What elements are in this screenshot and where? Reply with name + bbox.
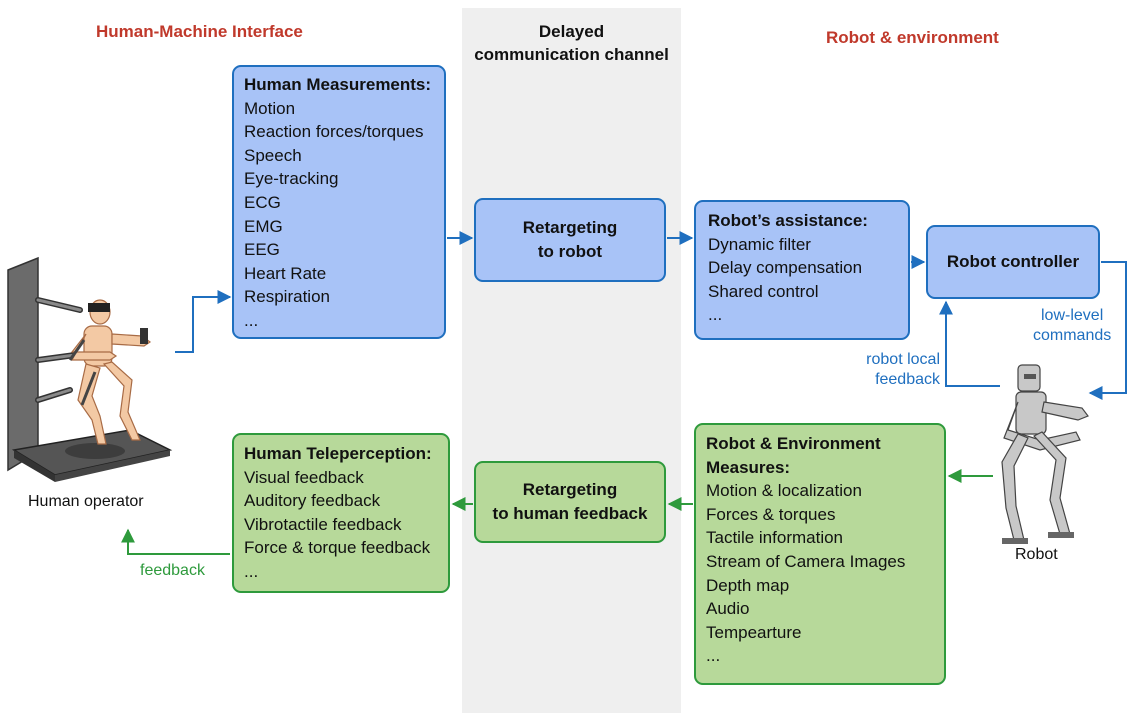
retargeting-to-human-line2: to human feedback xyxy=(492,504,648,523)
low-level-commands-line2: commands xyxy=(1033,327,1112,344)
low-level-commands-line1: low-level xyxy=(1041,307,1104,324)
list-item: ... xyxy=(244,561,259,581)
retargeting-to-robot-box: Retargeting to robot xyxy=(474,198,666,282)
list-item: Eye-tracking xyxy=(244,169,339,189)
robot-controller-box: Robot controller xyxy=(926,225,1100,299)
retargeting-to-robot-line1: Retargeting xyxy=(522,218,618,237)
list-item: Delay compensation xyxy=(708,258,863,278)
list-item: ECG xyxy=(244,192,281,212)
arrow-operator-to-measurements xyxy=(175,290,232,353)
list-item: ... xyxy=(706,646,721,666)
list-item: Stream of Camera Images xyxy=(706,551,906,571)
list-item: Shared control xyxy=(708,281,819,301)
retargeting-to-robot-line2: to robot xyxy=(537,242,603,261)
list-item: Forces & torques xyxy=(706,504,836,524)
human-measurements-box: Human Measurements: Motion Reaction forc… xyxy=(232,65,446,339)
list-item: Audio xyxy=(706,599,750,619)
human-measurements-list: Motion Reaction forces/torques Speech Ey… xyxy=(244,97,444,333)
list-item: Tempearture xyxy=(706,622,802,642)
list-item: Vibrotactile feedback xyxy=(244,514,402,534)
robot-environment-measures-title-line2: Measures: xyxy=(706,457,791,477)
list-item: Visual feedback xyxy=(244,467,364,487)
list-item: ... xyxy=(708,305,723,325)
list-item: Reaction forces/torques xyxy=(244,122,424,142)
robot-assistance-list: Dynamic filter Delay compensation Shared… xyxy=(708,233,908,327)
arrow-robot-local-feedback xyxy=(939,300,1000,387)
human-measurements-title: Human Measurements: xyxy=(244,75,432,94)
robot-local-feedback-line2: feedback xyxy=(875,371,940,388)
section-title-hmi: Human-Machine Interface xyxy=(96,22,303,41)
list-item: EMG xyxy=(244,216,283,236)
robot-label: Robot xyxy=(1015,546,1058,563)
list-item: Force & torque feedback xyxy=(244,538,431,558)
human-operator-label: Human operator xyxy=(28,493,144,510)
robot-local-feedback-line1: robot local xyxy=(866,351,940,368)
retargeting-to-human-feedback-box: Retargeting to human feedback xyxy=(474,461,666,543)
section-title-channel-line1: Delayed xyxy=(538,22,605,41)
list-item: EEG xyxy=(244,240,280,260)
list-item: Motion xyxy=(244,98,296,118)
robot-environment-measures-box: Robot & Environment Measures: Motion & l… xyxy=(694,423,946,685)
robot-assistance-title: Robot’s assistance: xyxy=(708,211,868,230)
arrow-feedback-to-operator xyxy=(121,528,230,555)
list-item: Dynamic filter xyxy=(708,234,811,254)
section-title-robot-env: Robot & environment xyxy=(826,28,999,47)
human-operator-illustration xyxy=(7,256,173,482)
human-teleperception-title: Human Teleperception: xyxy=(244,444,432,463)
list-item: Speech xyxy=(244,145,302,165)
human-teleperception-box: Human Teleperception: Visual feedback Au… xyxy=(232,433,450,593)
robot-environment-measures-list: Motion & localization Forces & torques T… xyxy=(706,479,944,668)
human-teleperception-list: Visual feedback Auditory feedback Vibrot… xyxy=(244,466,448,584)
feedback-label: feedback xyxy=(140,562,205,579)
robot-local-feedback-label: robot local feedback xyxy=(853,350,940,390)
arrow-low-level-commands xyxy=(1088,261,1127,400)
list-item: Motion & localization xyxy=(706,481,862,501)
list-item: Heart Rate xyxy=(244,263,327,283)
retargeting-to-human-line1: Retargeting xyxy=(522,480,618,499)
list-item: Auditory feedback xyxy=(244,491,381,511)
robot-illustration xyxy=(1001,364,1089,544)
section-title-channel: Delayed communication channel xyxy=(462,20,681,66)
list-item: Depth map xyxy=(706,575,790,595)
list-item: Tactile information xyxy=(706,528,844,548)
list-item: ... xyxy=(244,310,259,330)
robot-assistance-box: Robot’s assistance: Dynamic filter Delay… xyxy=(694,200,910,340)
low-level-commands-label: low-level commands xyxy=(1033,306,1111,346)
communication-channel-band xyxy=(462,8,681,713)
list-item: Respiration xyxy=(244,287,330,307)
section-title-channel-line2: communication channel xyxy=(474,45,669,64)
robot-environment-measures-title-line1: Robot & Environment xyxy=(706,434,881,453)
